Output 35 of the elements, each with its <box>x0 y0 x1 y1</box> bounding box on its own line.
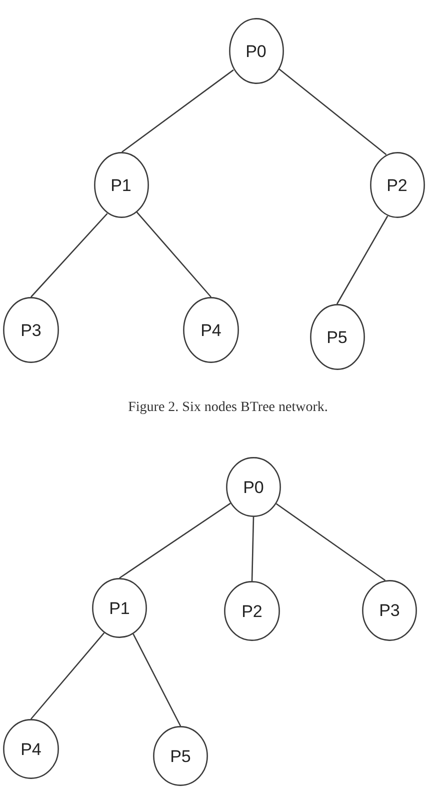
connector-line <box>278 68 387 156</box>
connector-line <box>336 216 388 304</box>
node-label: P4 <box>20 740 42 758</box>
node-ellipse <box>310 304 364 370</box>
node-ellipse <box>370 152 424 218</box>
connector-line <box>30 632 105 720</box>
node-ellipse <box>92 578 147 638</box>
node-label: P2 <box>386 176 408 194</box>
connector-line <box>122 69 234 153</box>
figure-caption: Figure 2. Six nodes BTree network. <box>128 400 328 417</box>
node-label: P1 <box>109 600 130 616</box>
node-label: P3 <box>379 602 400 619</box>
node-ellipse <box>183 297 239 363</box>
connector-line <box>30 213 108 298</box>
node-label: P4 <box>200 322 222 338</box>
node-ellipse <box>153 726 208 786</box>
node-ellipse <box>362 580 417 641</box>
node-label: P2 <box>242 602 262 620</box>
node-label: P0 <box>246 42 266 60</box>
node-label: P0 <box>243 478 264 496</box>
connector-line <box>136 212 212 298</box>
node-label: P3 <box>20 322 42 338</box>
connector-line <box>276 503 386 581</box>
node-ellipse <box>3 719 59 779</box>
node-label: P5 <box>170 748 191 764</box>
node-label: P5 <box>326 328 348 346</box>
connector-line <box>251 516 254 582</box>
node-ellipse <box>228 18 284 84</box>
connector-line <box>132 634 182 726</box>
node-ellipse <box>224 581 280 641</box>
connector-line <box>119 502 231 579</box>
node-ellipse <box>226 457 281 517</box>
node-ellipse <box>94 152 148 218</box>
node-label: P1 <box>110 176 132 194</box>
node-ellipse <box>3 297 59 363</box>
